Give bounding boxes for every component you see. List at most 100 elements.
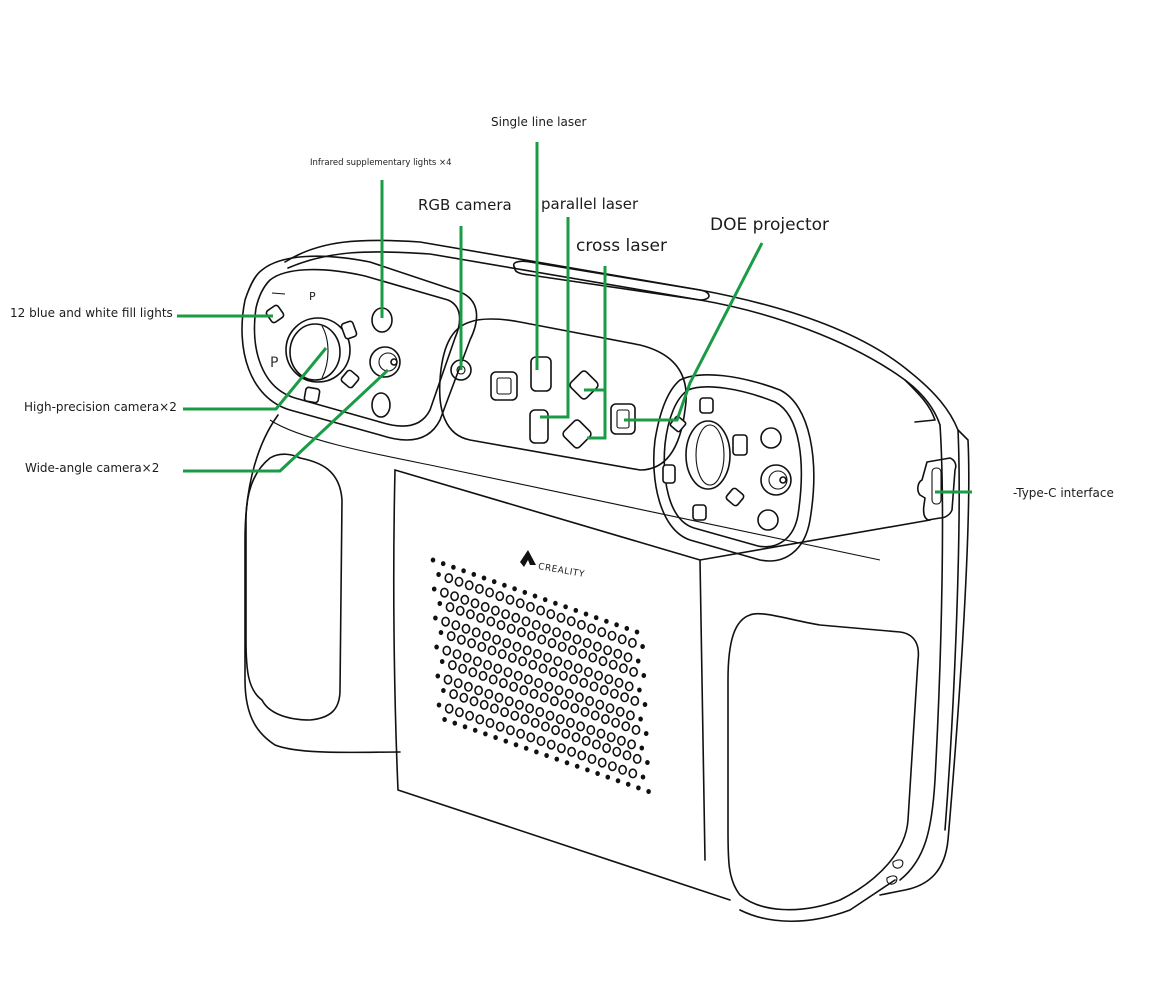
grille-hole <box>496 620 506 631</box>
grille-hole <box>444 573 454 584</box>
grille-hole <box>446 631 456 642</box>
brand-logo <box>520 550 536 567</box>
grille-hole <box>522 645 532 656</box>
grille-hole <box>462 724 468 730</box>
grille-hole <box>528 659 538 670</box>
grille-hole <box>646 789 651 794</box>
grille-hole <box>544 681 554 692</box>
grille-hole <box>431 586 437 592</box>
grille-hole <box>640 644 645 649</box>
grille-hole <box>628 768 638 779</box>
grille-hole <box>628 637 637 648</box>
grille-hole <box>566 616 576 627</box>
grille-hole <box>502 582 507 588</box>
grille-hole <box>483 659 492 670</box>
grille-hole <box>593 615 599 621</box>
grille-hole <box>464 580 474 591</box>
grille-hole <box>460 594 470 605</box>
label-fill-lights: 12 blue and white fill lights <box>10 306 173 320</box>
grille-hole <box>526 732 536 743</box>
grille-hole <box>624 681 634 692</box>
right-grip <box>727 612 920 922</box>
grille-hole <box>535 706 545 717</box>
grille-hole <box>441 688 446 693</box>
type-c-port <box>917 457 957 521</box>
label-doe-projector: DOE projector <box>710 215 830 235</box>
grille-hole <box>604 618 609 624</box>
grille-hole <box>439 659 445 664</box>
grille-hole <box>447 660 457 671</box>
grille-hole <box>627 739 636 750</box>
grille-hole <box>461 568 466 574</box>
grille-hole <box>512 641 522 652</box>
leader-line-doe-projector <box>624 242 764 422</box>
grille-hole <box>581 735 591 746</box>
grille-hole <box>607 630 617 641</box>
grille-hole <box>641 673 647 678</box>
grille-hole <box>513 742 519 748</box>
grille-hole <box>552 627 561 638</box>
grille-hole <box>614 622 619 628</box>
grille-hole <box>524 674 533 685</box>
grille-hole <box>562 630 572 641</box>
grille-hole <box>550 696 559 707</box>
grille-hole <box>445 602 455 613</box>
lens-mark-left: P <box>270 355 279 371</box>
grille-hole <box>559 670 568 681</box>
grille-hole <box>441 616 450 627</box>
grille-hole <box>632 753 642 764</box>
grille-hole <box>503 738 509 744</box>
leader-line-parallel-laser <box>540 217 570 419</box>
grille-hole <box>634 629 640 635</box>
grille-hole <box>597 627 607 638</box>
label-infrared-lights: Infrared supplementary lights ×4 <box>310 158 452 168</box>
grille-hole <box>515 598 525 609</box>
grille-hole <box>492 634 501 645</box>
grille-hole <box>438 630 444 635</box>
grille-hole <box>495 591 505 602</box>
grille-hole <box>579 677 589 688</box>
grille-hole <box>474 685 483 696</box>
grille-hole <box>588 652 598 663</box>
grille-hole <box>530 717 540 728</box>
grille-hole <box>478 670 488 681</box>
grille-hole <box>436 572 441 577</box>
grille-hole <box>624 625 630 631</box>
grille-hole <box>573 607 579 613</box>
grille-hole <box>481 575 487 581</box>
grille-hole <box>630 695 640 706</box>
grille-hole <box>541 721 550 732</box>
left-grip <box>244 414 401 754</box>
grille-hole <box>557 743 566 754</box>
grille-hole <box>567 746 576 757</box>
grille-hole <box>442 645 452 656</box>
grille-hole <box>494 692 504 703</box>
grille-hole <box>520 714 530 725</box>
grille-hole <box>595 771 600 776</box>
leader-line-high-precision-camera <box>183 347 328 411</box>
grille-hole <box>483 731 488 737</box>
grille-hole <box>531 619 541 630</box>
grille-hole <box>479 699 489 710</box>
grille-hole <box>612 746 622 757</box>
grille-hole <box>643 731 649 736</box>
grille-hole <box>493 735 498 740</box>
grille-hole <box>453 678 463 689</box>
grille-hole <box>534 677 543 688</box>
grille-hole <box>470 598 480 609</box>
grille-hole <box>450 591 459 602</box>
grille-hole <box>455 605 465 616</box>
grille-hole <box>437 601 443 606</box>
grille-hole <box>573 663 583 674</box>
grille-hole <box>626 710 635 721</box>
grille-hole <box>605 774 611 780</box>
grille-hole <box>592 739 601 750</box>
grille-hole <box>606 732 616 743</box>
label-type-c: -Type-C interface <box>1013 486 1114 500</box>
grille-hole <box>545 710 555 721</box>
scanner-body <box>269 239 970 901</box>
grille-hole <box>554 685 564 696</box>
grille-hole <box>631 724 641 735</box>
grille-hole <box>564 760 570 766</box>
